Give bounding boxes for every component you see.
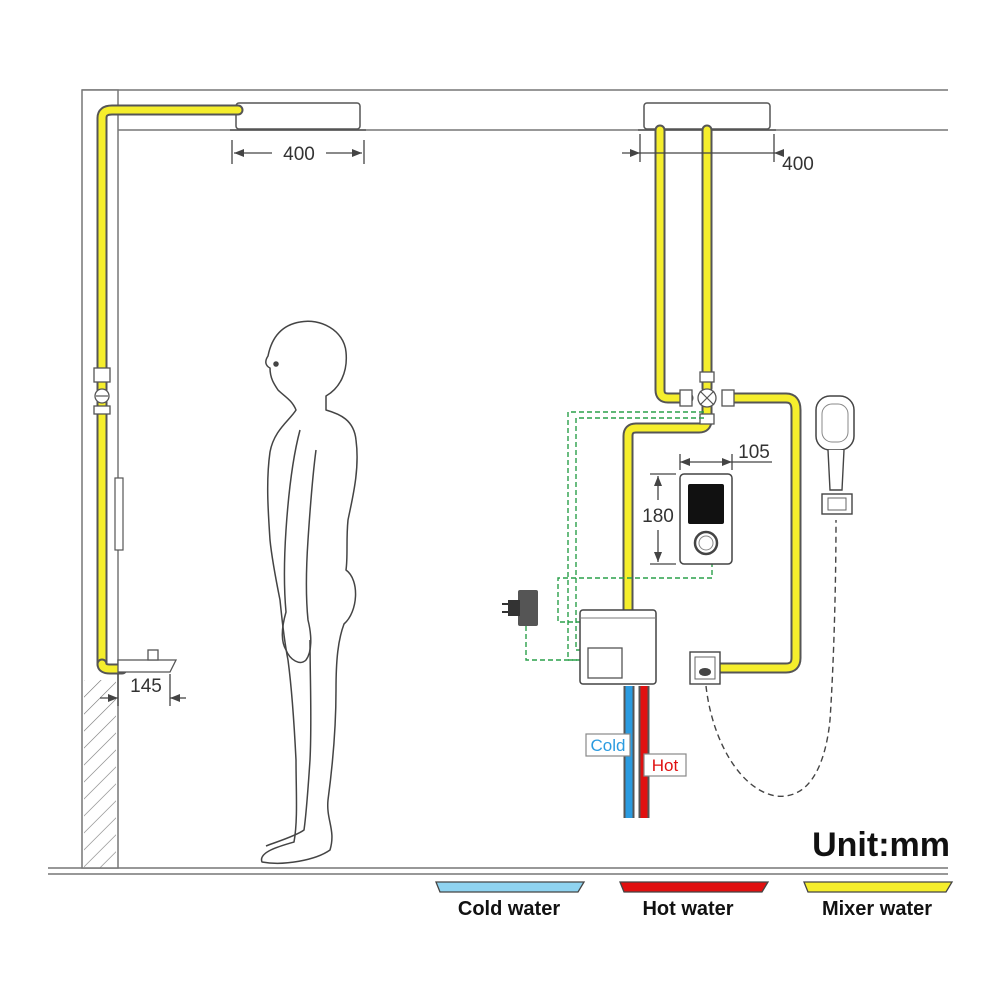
right-head-width-label: 400 [782,154,814,175]
cold-pipe-tag: Cold [585,733,631,757]
wall-spout [117,649,178,673]
left-valve [93,367,111,415]
floor [48,867,948,875]
unit-label: Unit:mm [812,826,950,864]
hose-outlet-icon [689,651,721,685]
dimension-left-head: 400 [231,140,365,165]
ceiling [82,89,948,131]
control-panel-icon [679,473,733,565]
power-adapter-icon [502,590,538,626]
legend-label-cold: Cold water [458,898,560,920]
person-figure [260,320,358,865]
dimension-panel-height: 180 [642,473,676,565]
diverter-valve [679,371,735,425]
dimension-right-head: 400 [622,134,814,175]
shower-hose [705,519,837,797]
legend-item-hot: Hot water [619,881,770,920]
legend-label-hot: Hot water [642,898,733,920]
hand-shower-icon [815,395,855,515]
spout-depth-label: 145 [130,676,162,697]
hot-pipe-tag: Hot [643,753,687,777]
legend-swatch-cold [435,881,586,893]
hot-tag-label: Hot [652,756,679,775]
mixer-water-pipes [96,104,802,675]
panel-width-label: 105 [738,442,770,463]
legend-item-mixer: Mixer water [803,881,954,920]
legend: Cold water Hot water Mixer water [435,881,954,920]
left-head-width-label: 400 [283,144,315,165]
panel-height-label: 180 [642,506,674,527]
legend-swatch-hot [619,881,770,893]
legend-item-cold: Cold water [435,881,586,920]
left-rain-shower-head [230,102,366,131]
dimension-panel-width: 105 [679,442,772,470]
cold-tag-label: Cold [591,736,626,755]
thermostatic-mixer-box [579,609,657,685]
legend-swatch-mixer [803,881,954,893]
legend-label-mixer: Mixer water [822,898,932,920]
supply-pipes [623,686,650,818]
dimension-spout: 145 [100,674,186,706]
